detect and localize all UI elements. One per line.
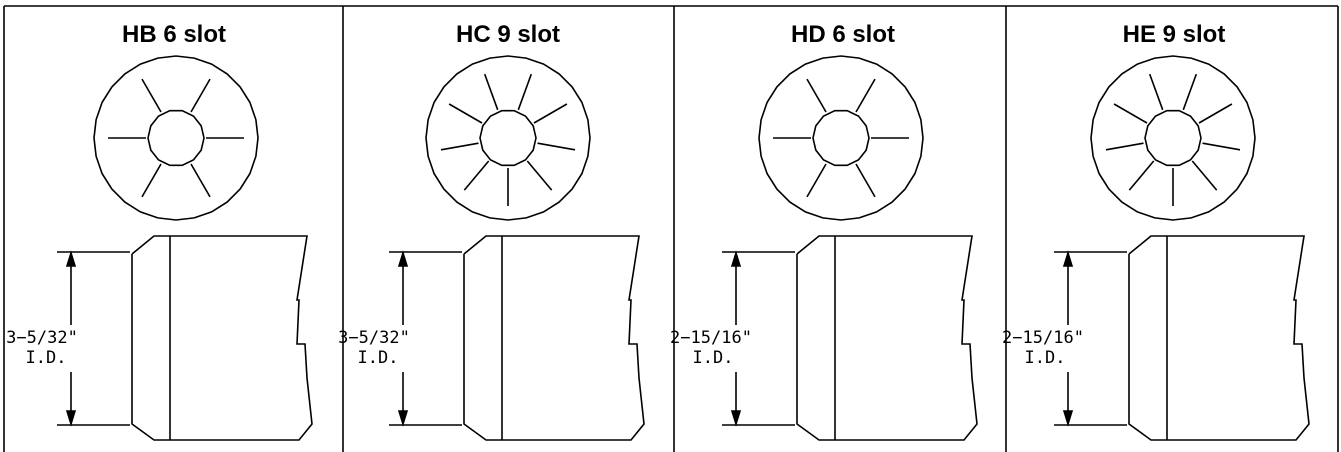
inner-diameter-label: I.D. [693,348,734,368]
inner-diameter-value: 2−15/16" [1002,328,1084,348]
wheel-hub [147,109,205,167]
wheel-outer-rim [1090,55,1256,221]
wheel-slot [1191,160,1218,191]
inner-diameter-label: I.D. [26,348,67,368]
wheel-outer-rim [93,55,259,221]
wheel-slot [463,160,490,191]
panel-title: HB 6 slot [122,21,226,48]
table-frame [3,5,1339,452]
wheel-slot [483,73,499,111]
nozzle-side-view [722,235,978,441]
panel-title: HC 9 slot [456,21,560,48]
wheel-outer-rim [758,55,924,221]
slotted-wheel-top-view [758,55,924,221]
inner-diameter-label: I.D. [358,348,399,368]
dimension-arrow-down [65,410,77,427]
nozzle-outline [1128,235,1310,441]
slotted-wheel-top-view [425,55,591,221]
wheel-slot [141,78,162,113]
wheel-slot [1128,160,1155,191]
wheel-slot [1113,103,1148,124]
wheel-slot [440,142,479,151]
wheel-outer-rim [425,55,591,221]
dimension-arrow-up [65,250,77,267]
wheel-hub [812,109,870,167]
wheel-slot [1198,103,1233,124]
wheel-slot [141,163,162,198]
slotted-wheel-top-view [1090,55,1256,221]
dimension-arrow-down [730,410,742,427]
wheel-slot [806,78,827,113]
wheel-slot [1182,73,1198,111]
panel-hc: HC 9 slot 3−5/32" I.D. [338,21,645,441]
nozzle-outline [796,235,978,441]
wheel-hub [479,109,537,167]
nozzle-side-view [57,235,313,441]
inner-diameter-value: 2−15/16" [670,328,752,348]
wheel-slot [533,103,568,124]
wheel-slot [517,73,533,111]
panel-title: HE 9 slot [1123,21,1226,48]
wheel-slot [1202,142,1241,151]
dimension-arrow-down [397,410,409,427]
wheel-slot [806,163,827,198]
dimension-arrow-up [1062,250,1074,267]
wheel-slot [855,78,876,113]
nozzle-side-view [389,235,645,441]
wheel-slot [1148,73,1164,111]
nozzle-side-view [1054,235,1310,441]
inner-diameter-value: 3−5/32" [338,328,410,348]
wheel-slot [448,103,483,124]
inner-diameter-label: I.D. [1025,348,1066,368]
inner-diameter-value: 3−5/32" [6,328,78,348]
dimension-arrow-up [730,250,742,267]
panel-hb: HB 6 slot 3−5/32" I.D. [6,21,313,441]
dimension-arrow-up [397,250,409,267]
wheel-hub [1144,109,1202,167]
wheel-slot [855,163,876,198]
panel-title: HD 6 slot [791,21,895,48]
wheel-slot [190,78,211,113]
wheel-slot [526,160,553,191]
wheel-slot [1105,142,1144,151]
slotted-wheel-top-view [93,55,259,221]
nozzle-outline [463,235,645,441]
nozzle-outline [131,235,313,441]
panel-hd: HD 6 slot 2−15/16" I.D. [670,21,978,441]
dimension-arrow-down [1062,410,1074,427]
panel-he: HE 9 slot 2−15/16" I.D. [1002,21,1310,441]
wheel-slot [190,163,211,198]
wheel-slot [537,142,576,151]
